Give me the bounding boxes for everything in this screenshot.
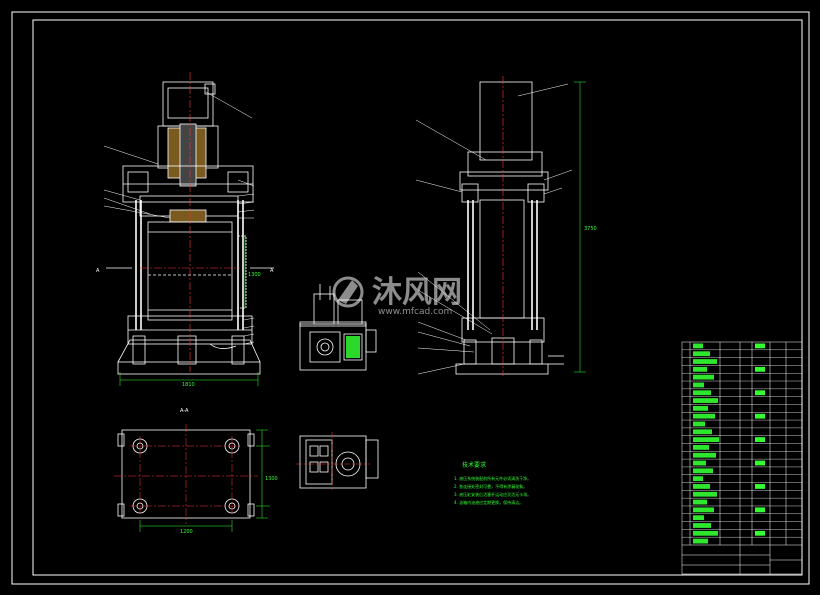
parts-row-text — [755, 366, 765, 372]
parts-row-text — [693, 499, 707, 505]
plan-centerlines — [114, 424, 258, 524]
parts-row-text — [693, 507, 714, 513]
parts-list-rows — [682, 343, 802, 544]
parts-row-text — [693, 476, 703, 482]
parts-row-text — [693, 382, 704, 388]
inner-frame — [32, 19, 803, 576]
notes-line-4: 4. 油箱内油液应定期更换，保持清洁。 — [454, 499, 523, 505]
parts-row-text — [693, 405, 708, 411]
section-mark-right: A — [270, 268, 274, 274]
notes-line-3: 3. 液压缸安装后活塞杆运动应灵活无卡滞。 — [454, 491, 531, 497]
parts-row-text — [693, 374, 714, 380]
parts-row-text — [693, 484, 710, 489]
parts-row-text — [693, 530, 718, 536]
parts-row-text — [755, 390, 765, 396]
parts-row-text — [693, 468, 713, 474]
plan-dims — [139, 429, 270, 532]
parts-row-text — [693, 359, 717, 364]
parts-row-text — [693, 429, 712, 435]
parts-row-text — [693, 491, 717, 497]
dim-plan-depth: 1300 — [265, 476, 278, 482]
dim-side-height: 3750 — [584, 226, 597, 232]
front-centerlines — [140, 72, 240, 372]
notes-line-1: 1. 液压系统装配前所有元件必须清洗干净。 — [454, 475, 531, 481]
watermark-url: www.mfcad.com — [378, 307, 452, 317]
dim-front-mid: 1300 — [248, 272, 261, 278]
view-label: A-A — [180, 408, 189, 414]
front-leaders — [103, 91, 255, 345]
parts-row-text — [693, 351, 710, 357]
parts-row-text — [693, 538, 708, 544]
parts-row-text — [693, 460, 706, 466]
parts-row-text — [693, 343, 703, 349]
parts-row-text — [755, 460, 765, 466]
parts-row-text — [755, 484, 765, 489]
notes-title: 技术要求 — [462, 461, 486, 469]
parts-row-text — [693, 523, 711, 528]
dim-plan-width: 1200 — [180, 529, 193, 535]
front-dims — [119, 236, 259, 386]
parts-row-text — [693, 398, 718, 403]
parts-row-text — [693, 445, 709, 450]
hydraulic-unit-top — [299, 435, 379, 489]
hydraulic-unit-front — [299, 284, 377, 371]
outer-frame — [11, 11, 810, 585]
parts-row-text — [693, 390, 711, 396]
parts-row-text — [755, 343, 765, 349]
parts-row-text — [755, 437, 765, 442]
parts-row-text — [693, 413, 715, 419]
watermark-logo — [332, 276, 364, 308]
parts-row-text — [755, 530, 765, 536]
parts-row-text — [693, 515, 704, 521]
parts-row-text — [693, 437, 719, 442]
parts-row-text — [755, 413, 765, 419]
side-view — [455, 81, 564, 375]
side-leaders — [415, 83, 573, 375]
parts-row-text — [693, 366, 707, 372]
parts-row-text — [693, 452, 716, 458]
dim-front-width: 1810 — [182, 382, 195, 388]
hydraulic-top-centerlines — [296, 432, 370, 492]
parts-row-text — [755, 507, 765, 513]
side-dims — [574, 81, 586, 373]
hydraulic-unit-accent — [346, 336, 360, 358]
watermark-brand: 沐风网 — [372, 275, 462, 310]
parts-row-text — [693, 421, 705, 427]
section-mark-left: A — [96, 268, 100, 274]
notes-line-2: 2. 各连接处密封可靠，不得有渗漏现象。 — [454, 483, 527, 489]
front-view — [117, 81, 261, 375]
